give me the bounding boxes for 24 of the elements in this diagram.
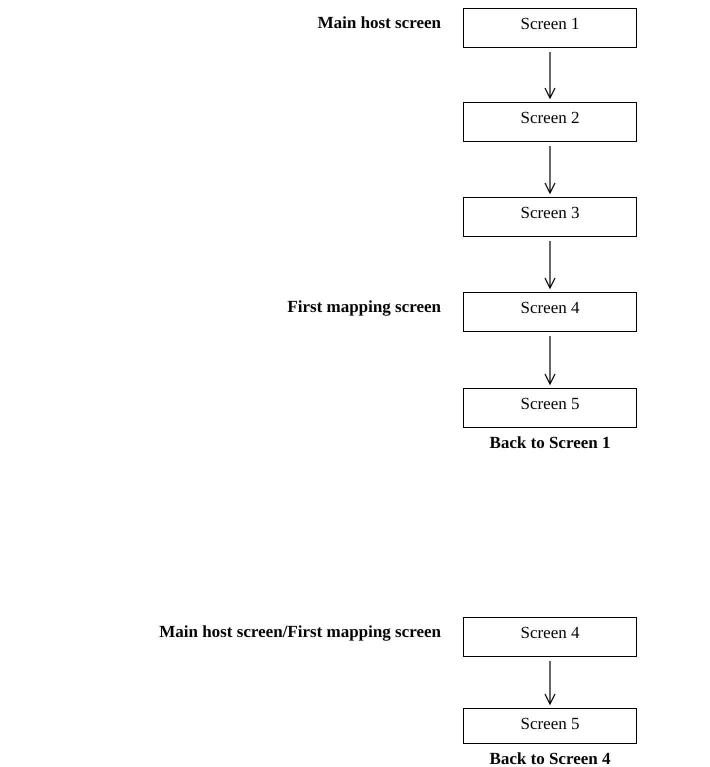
screen-name: Screen 2 [520,107,580,128]
screen-box [463,292,637,332]
screen-name: Screen 5 [520,713,580,734]
screen-box [463,388,637,428]
screen-caption: Back to Screen 1 [489,432,611,454]
arrow [544,241,556,289]
arrow [544,336,556,385]
screen-name: Screen 3 [520,202,580,224]
screen-caption: Back to Screen 4 [489,748,611,767]
arrow [544,661,556,705]
screen-box [463,708,637,744]
screen-name: Screen 1 [520,13,580,34]
screen-box [463,102,637,142]
screen-caption: Main host screen/First mapping screen [159,621,441,642]
screen-caption: First mapping screen [287,296,441,318]
screen-name: Screen 4 [520,622,580,644]
screen-caption: Main host screen [318,12,441,34]
arrow [544,52,556,99]
screen-box [463,8,637,48]
screen-name: Screen 5 [520,393,580,414]
screen-box [463,617,637,657]
screen-box [463,197,637,237]
screen-name: Screen 4 [520,297,580,318]
arrow [544,146,556,194]
